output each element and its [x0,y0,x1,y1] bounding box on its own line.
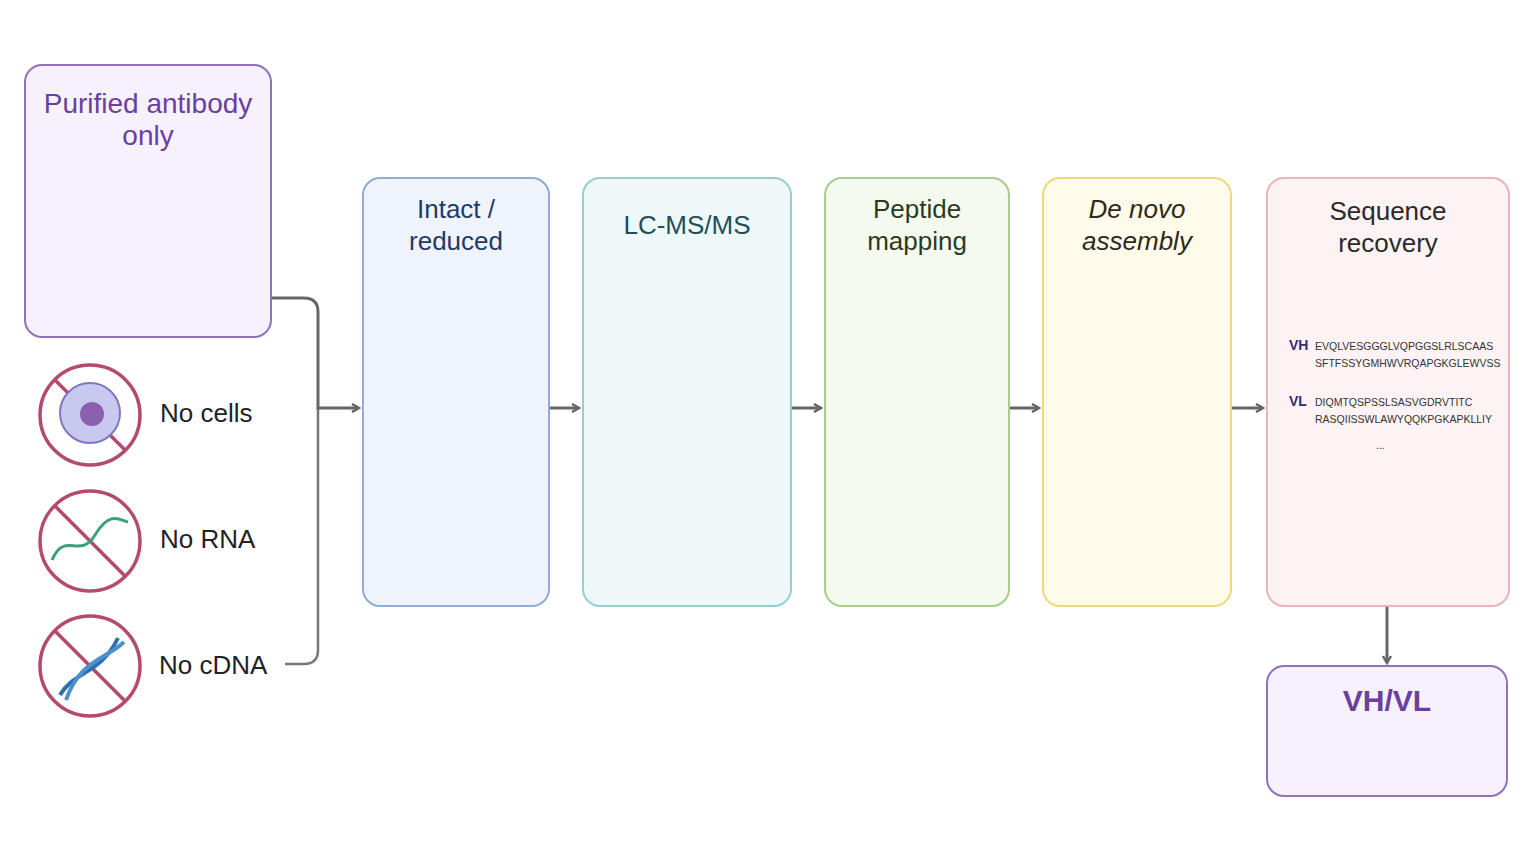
box-title: Intact / reduced [364,193,548,257]
flow-arrow [550,407,579,410]
flow-arrow [792,407,821,410]
process-box: Purified antibody only [24,64,272,338]
sequence-text: EVQLVESGGGLVQPGGSLRLSCAAS SFTFSSYGMHWVRQ… [1315,338,1501,372]
box-title: Sequence recovery [1268,195,1508,259]
chain-tag: VH [1289,337,1308,353]
chain-tag: VL [1289,393,1307,409]
box-title: LC-MS/MS [584,209,790,241]
sequence-text: ... [1376,437,1385,454]
process-box: Intact / reduced [362,177,550,607]
box-title: Peptide mapping [826,193,1008,257]
process-box: Sequence recoveryVH EVQLVESGGGLVQPGGSLRLS… [1266,177,1510,607]
process-box: De novo assembly [1042,177,1232,607]
process-box: LC-MS/MS [582,177,792,607]
sequence-text: DIQMTQSPSSLSASVGDRVTITC RASQIISSWLAWYQQK… [1315,394,1501,428]
box-title: De novo assembly [1044,193,1230,257]
flow-arrow [1386,607,1389,663]
exclusion-label: No RNA [160,524,255,555]
process-box: VH/VL [1266,665,1508,797]
flow-arrow [1010,407,1039,410]
flow-arrow [272,298,359,408]
box-title: VH/VL [1268,685,1506,717]
flow-arrow [1232,407,1263,410]
exclusion-label: No cDNA [159,650,267,681]
exclusion-label: No cells [160,398,252,429]
process-box: Peptide mapping [824,177,1010,607]
box-title: Purified antibody only [26,88,270,152]
